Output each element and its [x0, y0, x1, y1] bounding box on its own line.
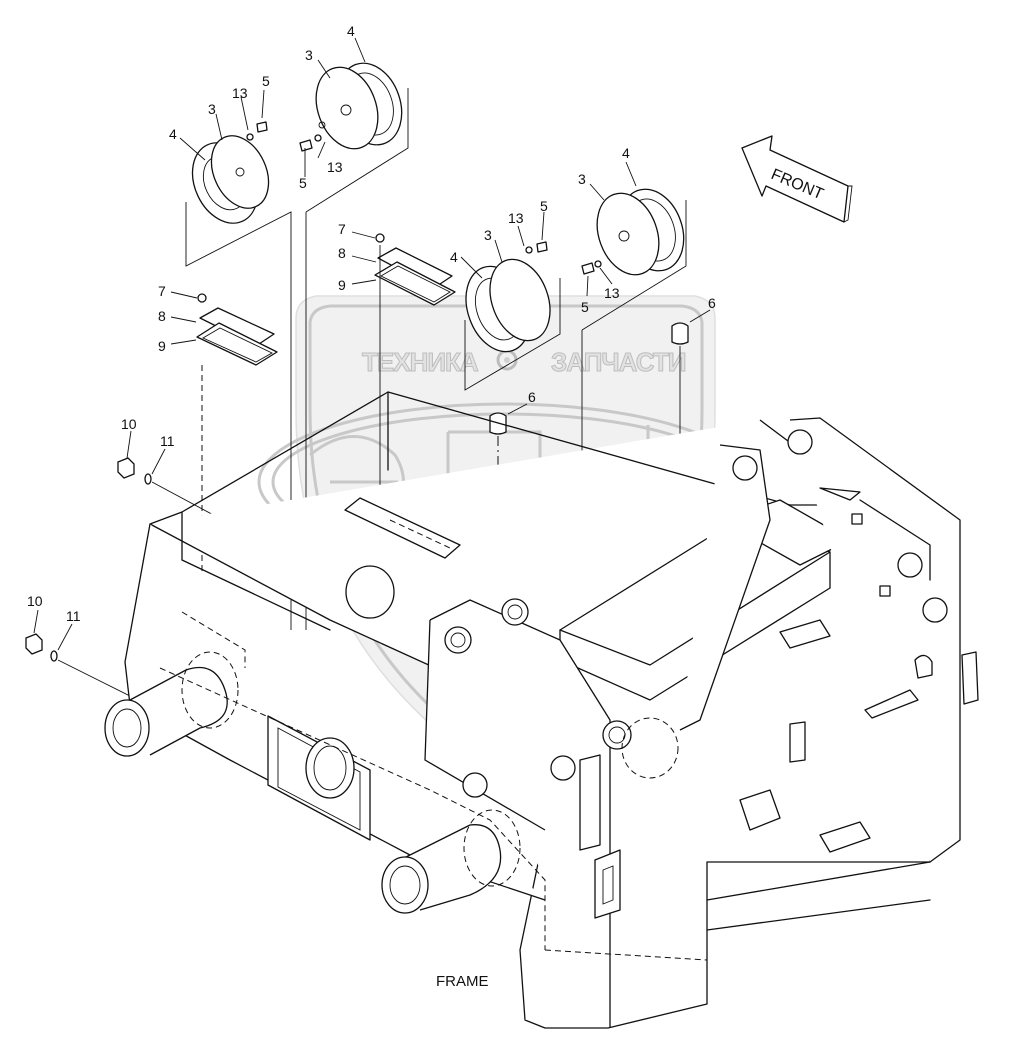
cover-assembly-top-center: [299, 62, 409, 630]
callout-8-left: 8: [158, 308, 166, 324]
callout-8-mid: 8: [338, 245, 346, 261]
callout-13-top-center: 13: [327, 159, 343, 175]
callout-7-mid: 7: [338, 221, 346, 237]
callout-7-left: 7: [158, 283, 166, 299]
callout-13-top-left: 13: [232, 85, 248, 101]
callout-13-right: 13: [508, 210, 524, 226]
callout-13-right-bot: 13: [604, 285, 620, 301]
callout-6-center: 6: [528, 389, 536, 405]
callout-9-left: 9: [158, 338, 166, 354]
callout-5-right-bot: 5: [581, 299, 589, 315]
leader-lines: [33, 37, 711, 651]
cover-assembly-center: [464, 258, 561, 391]
callout-4-center: 4: [450, 249, 458, 265]
bolt-lower: [25, 633, 151, 707]
front-direction-arrow: FRONT: [741, 135, 853, 223]
callout-5-top-center: 5: [299, 175, 307, 191]
frame-body: [104, 391, 979, 1029]
callout-3-right: 3: [578, 171, 586, 187]
callout-3-top-left: 3: [208, 101, 216, 117]
callout-11-upper: 11: [160, 433, 175, 449]
watermark-text-left: ТЕХНИКА: [362, 347, 479, 377]
callout-6-right: 6: [708, 295, 716, 311]
callout-4-top-left: 4: [169, 126, 177, 142]
diagram-caption: FRAME: [436, 973, 489, 990]
axle-tube-upper: [104, 651, 239, 757]
callout-5-top-left: 5: [262, 73, 270, 89]
callout-labels: 4 3 13 5 3 4 5 13 7 8 9 7 8 9 4 3 13 5 3…: [27, 23, 716, 624]
callout-3-top-center: 3: [305, 47, 313, 63]
callout-4-top-center: 4: [347, 23, 355, 39]
callout-4-right: 4: [622, 145, 630, 161]
callout-9-mid: 9: [338, 277, 346, 293]
callout-11-lower: 11: [66, 608, 81, 624]
callout-3-center: 3: [484, 227, 492, 243]
cover-assembly-top-left: [185, 121, 292, 630]
inspection-plate-mid: [374, 233, 456, 520]
axle-tube-lower: [381, 809, 521, 914]
callout-10-upper: 10: [121, 416, 137, 432]
callout-10-lower: 10: [27, 593, 43, 609]
watermark-text-right: ЗАПЧАСТИ: [551, 347, 686, 377]
callout-5-right-top: 5: [540, 198, 548, 214]
